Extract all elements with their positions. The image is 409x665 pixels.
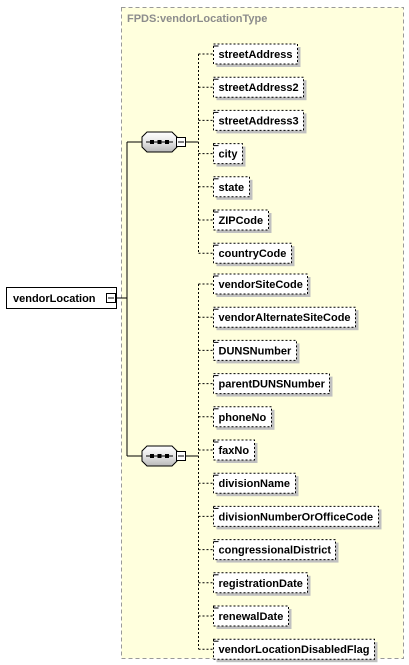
element-label: renewalDate [219,611,284,623]
sequence-groups [141,131,186,467]
element-label: ZIPCode [219,215,264,227]
element-divisionNumberOrOfficeCode[interactable]: divisionNumberOrOfficeCode [213,505,382,530]
type-name: FPDS:vendorLocationType [127,13,267,25]
sequence-compositor-1[interactable] [141,131,178,153]
element-parentDUNSNumber[interactable]: parentDUNSNumber [213,373,333,397]
element-renewalDate[interactable]: renewalDate [213,605,292,629]
element-label: city [219,149,239,161]
element-label: state [219,182,245,194]
connector-lines [116,53,214,650]
element-countryCode[interactable]: countryCode [213,242,295,267]
element-label: congressionalDistrict [219,545,332,557]
element-streetAddress3[interactable]: streetAddress3 [213,109,307,134]
element-streetAddress2[interactable]: streetAddress2 [213,76,307,101]
element-label: DUNSNumber [219,345,292,357]
sequence-toggle-2[interactable] [176,451,186,461]
element-state[interactable]: state [213,176,253,200]
element-phoneNo[interactable]: phoneNo [213,406,275,430]
element-DUNSNumber[interactable]: DUNSNumber [213,339,300,364]
element-label: streetAddress [219,49,293,61]
element-faxNo[interactable]: faxNo [213,439,258,463]
sequence-compositor-2[interactable] [141,445,178,467]
element-label: divisionName [219,478,291,490]
element-congressionalDistrict[interactable]: congressionalDistrict [213,539,339,563]
element-streetAddress[interactable]: streetAddress [213,43,301,67]
element-label: registrationDate [219,578,303,590]
root-element[interactable]: vendorLocation [6,287,117,309]
element-registrationDate[interactable]: registrationDate [213,572,311,596]
sequence-toggle-1[interactable] [176,137,186,147]
element-label: divisionNumberOrOfficeCode [219,511,374,523]
element-label: streetAddress2 [219,82,299,94]
element-divisionName[interactable]: divisionName [213,472,299,497]
root-element-label: vendorLocation [13,293,96,305]
element-label: streetAddress3 [219,115,299,127]
element-label: phoneNo [219,412,267,424]
element-vendorSiteCode[interactable]: vendorSiteCode [213,273,311,297]
element-label: vendorLocationDisabledFlag [219,644,370,656]
element-label: vendorSiteCode [219,279,303,291]
element-ZIPCode[interactable]: ZIPCode [213,209,272,233]
root-expand-toggle[interactable] [106,293,116,303]
element-vendorAlternateSiteCode[interactable]: vendorAlternateSiteCode [213,306,359,331]
element-vendorLocationDisabledFlag[interactable]: vendorLocationDisabledFlag [213,638,378,663]
element-label: vendorAlternateSiteCode [219,312,351,324]
element-list: streetAddress streetAddress2 streetAddress… [213,43,382,663]
element-label: countryCode [219,248,287,260]
element-label: faxNo [219,445,250,457]
element-label: parentDUNSNumber [219,379,326,391]
element-city[interactable]: city [213,143,246,167]
